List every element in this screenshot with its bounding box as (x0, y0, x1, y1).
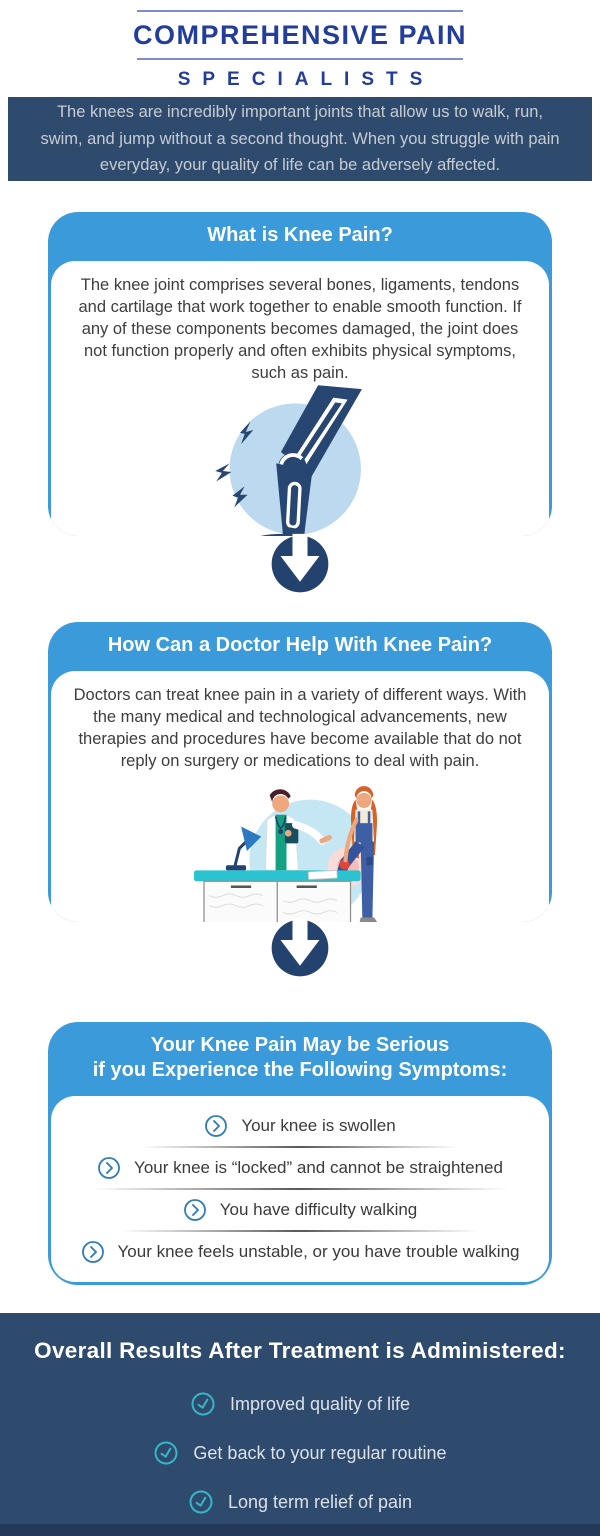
symptom-text: Your knee is “locked” and cannot be stra… (134, 1158, 503, 1177)
result-text: Get back to your regular routine (193, 1442, 447, 1463)
card-body: Doctors can treat knee pain in a variety… (51, 671, 549, 922)
symptom-text: Your knee feels unstable, or you have tr… (117, 1242, 520, 1261)
check-icon (154, 1441, 178, 1465)
down-arrow-icon (269, 917, 331, 979)
brand-subtitle: SPECIALISTS (177, 69, 435, 90)
card-body: Your knee is swollen Your knee is “locke… (51, 1096, 549, 1282)
list-item: Your knee is swollen (51, 1114, 549, 1138)
brand-rule-bottom (137, 58, 463, 60)
list-item: Improved quality of life (0, 1391, 600, 1417)
result-text: Improved quality of life (229, 1393, 411, 1414)
chevron-right-icon (205, 1115, 228, 1137)
divider (120, 1230, 480, 1232)
list-item: Get back to your regular routine (0, 1440, 600, 1466)
brand-name: COMPREHENSIVE PAIN (132, 20, 468, 50)
card-title-line2: if you Experience the Following Symptoms… (92, 1059, 508, 1081)
brand-header: COMPREHENSIVE PAIN SPECIALISTS (0, 10, 600, 91)
symptom-text: Your knee is swollen (241, 1116, 396, 1135)
check-icon (191, 1392, 215, 1416)
card-text: The knee joint comprises several bones, … (78, 276, 522, 383)
list-item: Long term relief of pain (0, 1489, 600, 1515)
knee-pain-icon (215, 384, 362, 536)
card-title: Your Knee Pain May be Serious if you Exp… (48, 1022, 552, 1096)
chevron-right-icon (98, 1157, 120, 1179)
check-icon (189, 1490, 213, 1514)
intro-text: The knees are incredibly important joint… (40, 103, 560, 175)
card-doctor-help: How Can a Doctor Help With Knee Pain? Do… (48, 622, 552, 922)
card-title: What is Knee Pain? (207, 224, 393, 246)
result-text: Long term relief of pain (227, 1491, 413, 1512)
brand-rule-top (137, 10, 463, 12)
results-title: Overall Results After Treatment is Admin… (34, 1338, 566, 1363)
results-section: Overall Results After Treatment is Admin… (0, 1313, 600, 1536)
card-serious-symptoms: Your Knee Pain May be Serious if you Exp… (48, 1022, 552, 1285)
chevron-right-icon (81, 1241, 104, 1263)
card-text: Doctors can treat knee pain in a variety… (73, 686, 527, 771)
card-what-is-knee-pain: What is Knee Pain? The knee joint compri… (48, 212, 552, 536)
intro-banner: The knees are incredibly important joint… (8, 97, 592, 181)
symptom-text: You have difficulty walking (219, 1200, 418, 1219)
list-item: Your knee is “locked” and cannot be stra… (51, 1156, 549, 1180)
divider (90, 1188, 510, 1190)
list-item: You have difficulty walking (51, 1198, 549, 1222)
card-body: The knee joint comprises several bones, … (51, 261, 549, 536)
down-arrow-icon (269, 533, 331, 595)
divider (140, 1146, 460, 1148)
footer-strip (0, 1524, 600, 1536)
list-item: Your knee feels unstable, or you have tr… (51, 1240, 549, 1264)
card-title: How Can a Doctor Help With Knee Pain? (107, 634, 493, 656)
symptom-list: Your knee is swollen Your knee is “locke… (51, 1100, 549, 1282)
chevron-right-icon (183, 1199, 206, 1221)
doctor-patient-illustration (193, 786, 378, 922)
card-title-line1: Your Knee Pain May be Serious (150, 1034, 450, 1056)
